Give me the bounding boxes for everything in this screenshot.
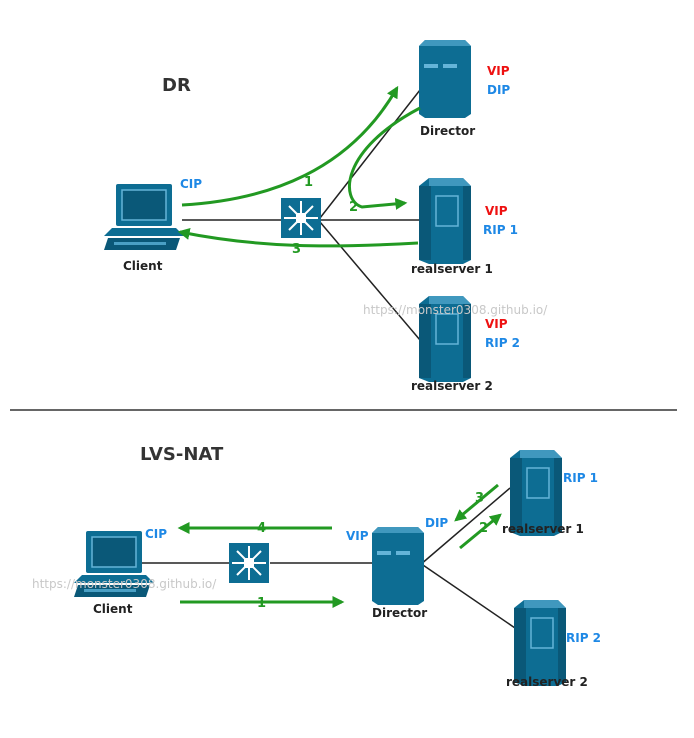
- dr-step-3: 3: [292, 242, 301, 257]
- dr-switch-icon: [280, 197, 322, 239]
- dr-title: DR: [162, 75, 191, 96]
- dr-client-ip: CIP: [180, 177, 202, 191]
- dr-rs1-rip: RIP 1: [483, 223, 518, 237]
- nat-director-label: Director: [372, 606, 427, 620]
- nat-director-dip: DIP: [425, 516, 448, 530]
- nat-arrow-step2: [459, 513, 502, 550]
- dr-client-label: Client: [123, 259, 163, 273]
- nat-flow-arrows: [177, 483, 502, 608]
- dr-client-icon: [103, 183, 185, 251]
- nat-rs1-label: realserver 1: [502, 522, 584, 536]
- nat-step-2: 2: [479, 521, 488, 536]
- nat-arrow-step3: [454, 483, 499, 522]
- dr-links: [182, 89, 421, 341]
- dr-step-1: 1: [304, 175, 313, 190]
- dr-rs2-rip: RIP 2: [485, 336, 520, 350]
- nat-link-director-rs1: [419, 487, 511, 566]
- nat-step-4: 4: [257, 521, 266, 536]
- dr-link-switch-director: [319, 89, 421, 219]
- dr-rs1-icon: [418, 177, 472, 265]
- dr-flow-arrows: [177, 85, 421, 248]
- nat-director-icon: [372, 527, 424, 605]
- nat-title: LVS-NAT: [140, 444, 224, 465]
- nat-watermark: https://monster0308.github.io/: [32, 577, 217, 591]
- nat-rs2-label: realserver 2: [506, 675, 588, 689]
- dr-rs2-vip: VIP: [485, 317, 508, 331]
- nat-link-director-rs2: [419, 562, 516, 629]
- dr-director-label: Director: [420, 124, 475, 138]
- dr-rs2-label: realserver 2: [411, 379, 493, 393]
- dr-arrow-step3: [177, 227, 419, 248]
- dr-arrow-step2: [348, 106, 421, 210]
- nat-rs1-rip: RIP 1: [563, 471, 598, 485]
- dr-link-switch-rs2: [319, 221, 421, 341]
- dr-arrow-step1: [181, 85, 399, 207]
- nat-client-ip: CIP: [145, 527, 167, 541]
- nat-rs2-rip: RIP 2: [566, 631, 601, 645]
- nat-director-vip: VIP: [346, 529, 369, 543]
- dr-director-icon: [419, 40, 471, 118]
- nat-step-1: 1: [257, 596, 266, 611]
- dr-watermark: https://monster0308.github.io/: [363, 303, 548, 317]
- dr-director-dip: DIP: [487, 83, 510, 97]
- nat-client-label: Client: [93, 602, 133, 616]
- dr-rs1-label: realserver 1: [411, 262, 493, 276]
- nat-switch-icon: [228, 542, 270, 584]
- dr-director-vip: VIP: [487, 64, 510, 78]
- nat-links: [140, 487, 516, 629]
- nat-step-3: 3: [475, 491, 484, 506]
- nat-rs2-icon: [513, 599, 567, 687]
- dr-step-2: 2: [349, 200, 358, 215]
- dr-rs1-vip: VIP: [485, 204, 508, 218]
